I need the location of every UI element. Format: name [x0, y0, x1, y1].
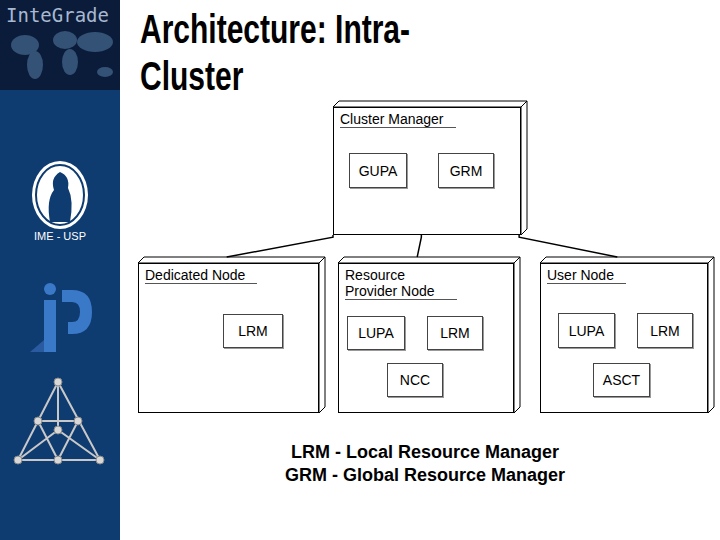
- component-name: LRM: [238, 323, 268, 339]
- component-box: LRM: [637, 313, 693, 348]
- component-box: LUPA: [347, 316, 405, 350]
- component-box: GUPA: [349, 153, 407, 188]
- component-name: GUPA: [359, 163, 398, 179]
- ip-logo: [30, 283, 92, 352]
- node-3d-edge: [338, 257, 520, 413]
- component-box: ASCT: [593, 363, 650, 397]
- node-heading: Resource Provider Node: [345, 267, 457, 300]
- component-name: LRM: [440, 325, 470, 341]
- deployment-node: User NodeLUPA LRM ASCT: [540, 263, 708, 413]
- abbreviation-note: GRM - Global Resource Manager: [180, 465, 670, 486]
- slide-title: Architecture: Intra-Cluster: [140, 6, 418, 100]
- component-name: GRM: [450, 163, 483, 179]
- institute-name: IME - USP: [0, 230, 120, 242]
- component-name: LUPA: [569, 323, 605, 339]
- connector-path: [519, 235, 617, 257]
- deployment-node: Cluster ManagerGUPA GRM: [333, 107, 521, 235]
- component-name: NCC: [400, 372, 430, 388]
- node-3d-edge: [540, 257, 714, 413]
- component-box: LRM: [223, 314, 283, 348]
- component-box: LUPA: [558, 313, 615, 348]
- node-heading: User Node: [547, 267, 626, 284]
- logo-text: InteGrade: [6, 4, 109, 26]
- ime-figure: [49, 172, 72, 222]
- ime-seal-ring: [36, 165, 84, 225]
- component-box: LRM: [427, 316, 483, 350]
- node-3d-edge: [333, 101, 527, 235]
- connector-line: [227, 235, 333, 257]
- sidebar: [0, 0, 120, 540]
- network-triangle-logo: [18, 382, 100, 460]
- world-map: [11, 31, 113, 79]
- component-box: NCC: [387, 363, 443, 397]
- logo-background: [0, 0, 120, 90]
- component-name: LUPA: [358, 325, 394, 341]
- component-name: LRM: [650, 323, 680, 339]
- connector-line: [519, 235, 617, 257]
- node-3d-edge: [138, 257, 325, 413]
- deployment-node: Resource Provider NodeLUPA LRM NCC: [338, 263, 514, 413]
- component-name: ASCT: [603, 372, 640, 388]
- abbreviation-note: LRM - Local Resource Manager: [180, 442, 670, 463]
- network-triangle-nodes: [14, 378, 104, 464]
- node-heading: Cluster Manager: [340, 111, 456, 128]
- deployment-node: Dedicated NodeLRM: [138, 263, 319, 413]
- connector-path: [417, 235, 421, 257]
- node-heading: Dedicated Node: [145, 267, 257, 284]
- connector-line: [417, 235, 421, 257]
- connector-path: [227, 235, 333, 257]
- ime-seal: [32, 161, 88, 229]
- component-box: GRM: [438, 153, 494, 188]
